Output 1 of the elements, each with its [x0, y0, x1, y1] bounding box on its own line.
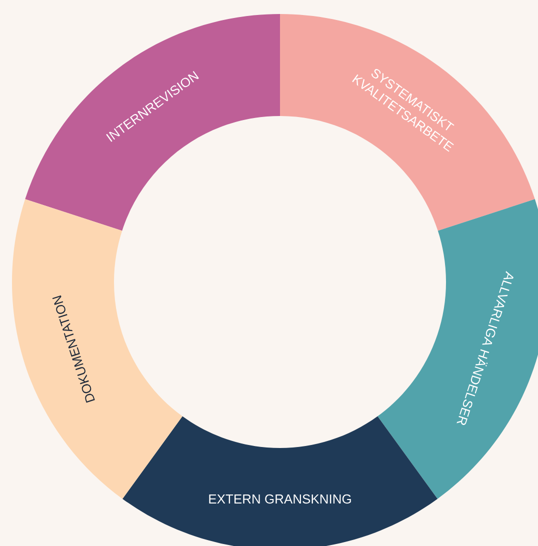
ring-segment: EXTERN GRANSKNING: [122, 416, 438, 546]
